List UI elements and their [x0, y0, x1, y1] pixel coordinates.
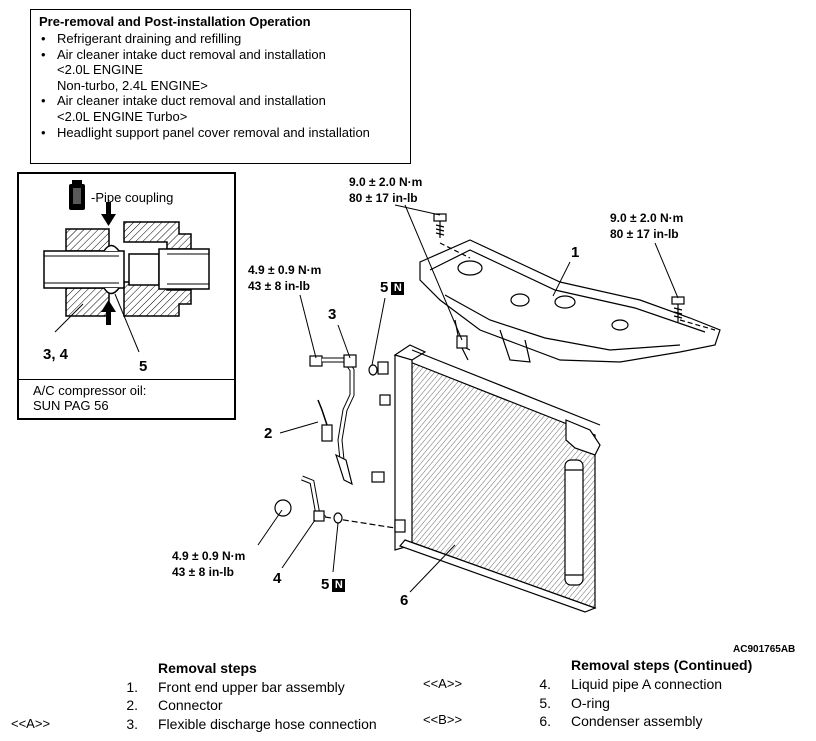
- torque-2-inlb: 80 ± 17 in-lb: [610, 227, 679, 241]
- callout-2: 2: [264, 425, 273, 442]
- o-ring-upper: [368, 364, 378, 376]
- step-6-number: 6.: [539, 713, 551, 729]
- step-2-text: Connector: [158, 697, 223, 713]
- step-3-number: 3.: [126, 716, 138, 732]
- torque-1-nm: 9.0 ± 2.0 N·m: [349, 175, 423, 189]
- removal-steps-continued-title: Removal steps (Continued): [571, 657, 753, 673]
- callout-3-4: 3, 4: [43, 346, 69, 363]
- step-6-text: Condenser assembly: [571, 713, 703, 729]
- torque-3-inlb: 43 ± 8 in-lb: [248, 279, 310, 293]
- condenser-assembly: [393, 344, 601, 613]
- n-badge-lower: N: [332, 579, 346, 592]
- torque-2-nm: 9.0 ± 2.0 N·m: [610, 211, 684, 225]
- callout-5-detail: 5: [139, 358, 148, 375]
- step-1-text: Front end upper bar assembly: [158, 679, 345, 695]
- figure-code: AC901765AB: [733, 644, 796, 655]
- callout-5-lower-number: 5: [321, 576, 330, 593]
- torque-label-4: 4.9 ± 0.9 N·m 43 ± 8 in-lb: [172, 548, 245, 580]
- leader-lines: [257, 204, 679, 593]
- coupling-divider: [19, 379, 234, 380]
- pre-item-3: Air cleaner intake duct removal and inst…: [39, 93, 370, 124]
- callout-1: 1: [571, 244, 580, 261]
- coupling-cross-section: [43, 180, 210, 353]
- removal-step-3: 3. Flexible discharge hose connection: [124, 716, 376, 732]
- torque-label-1: 9.0 ± 2.0 N·m 80 ± 17 in-lb: [349, 174, 422, 206]
- bolt-top-left: [433, 213, 447, 238]
- step-3-marker: <<A>>: [11, 716, 51, 731]
- liquid-pipe-a: [274, 475, 406, 533]
- pre-item-2-line-1: Air cleaner intake duct removal and inst…: [57, 46, 326, 62]
- callout-6: 6: [400, 592, 409, 609]
- pre-item-3-line-2: <2.0L ENGINE Turbo>: [57, 108, 188, 124]
- pre-item-4-line-1: Headlight support panel cover removal an…: [57, 124, 370, 140]
- callout-4: 4: [273, 570, 282, 587]
- n-badge-upper: N: [391, 282, 405, 295]
- oil-can-icon: [69, 180, 85, 210]
- removal-step-1: 1. Front end upper bar assembly: [124, 679, 344, 695]
- step-2-number: 2.: [126, 697, 138, 713]
- removal-steps-title: Removal steps: [158, 660, 257, 676]
- torque-4-nm: 4.9 ± 0.9 N·m: [172, 549, 246, 563]
- torque-label-3: 4.9 ± 0.9 N·m 43 ± 8 in-lb: [248, 262, 321, 294]
- torque-4-inlb: 43 ± 8 in-lb: [172, 565, 234, 579]
- step-6-marker: <<B>>: [423, 712, 463, 727]
- callout-3: 3: [328, 306, 337, 323]
- removal-step-5: 5. O-ring: [537, 695, 610, 711]
- o-ring-lower: [333, 512, 343, 524]
- compressor-oil-line-1: A/C compressor oil:: [33, 383, 147, 398]
- pre-item-1: Refrigerant draining and refilling: [39, 31, 370, 47]
- step-5-text: O-ring: [571, 695, 610, 711]
- compressor-oil-line-2: SUN PAG 56: [33, 398, 109, 413]
- bolt-lower: [456, 335, 469, 361]
- step-4-marker: <<A>>: [423, 676, 463, 691]
- pre-item-2-line-2: <2.0L ENGINE: [57, 62, 143, 78]
- callout-5-upper-number: 5: [380, 279, 389, 296]
- step-4-text: Liquid pipe A connection: [571, 676, 723, 692]
- torque-1-inlb: 80 ± 17 in-lb: [349, 191, 418, 205]
- arrow-down-icon: [101, 202, 116, 226]
- pre-removal-box: Pre-removal and Post-installation Operat…: [30, 9, 411, 164]
- coupling-detail-box: -Pipe coupling 3, 4 5 A/C compressor oil…: [17, 172, 236, 420]
- step-5-number: 5.: [539, 695, 551, 711]
- pipe-coupling-label: -Pipe coupling: [91, 190, 174, 205]
- pre-removal-title: Pre-removal and Post-installation Operat…: [39, 14, 311, 29]
- flexible-discharge-hose: [309, 354, 389, 486]
- step-1-number: 1.: [126, 679, 138, 695]
- step-4-number: 4.: [539, 676, 551, 692]
- removal-step-6: 6. Condenser assembly: [537, 713, 702, 729]
- connector: [317, 399, 333, 442]
- removal-step-4: 4. Liquid pipe A connection: [537, 676, 722, 692]
- pre-item-1-line-1: Refrigerant draining and refilling: [57, 31, 242, 46]
- torque-label-2: 9.0 ± 2.0 N·m 80 ± 17 in-lb: [610, 210, 683, 242]
- step-3-text: Flexible discharge hose connection: [158, 716, 377, 732]
- removal-step-2: 2. Connector: [124, 697, 222, 713]
- pre-item-2-line-3: Non-turbo, 2.4L ENGINE>: [57, 77, 208, 93]
- pre-item-3-line-1: Air cleaner intake duct removal and inst…: [57, 93, 326, 109]
- pre-item-2: Air cleaner intake duct removal and inst…: [39, 47, 370, 94]
- arrow-up-icon: [101, 300, 116, 325]
- pre-item-4: Headlight support panel cover removal an…: [39, 125, 370, 141]
- pre-removal-list: Refrigerant draining and refilling Air c…: [39, 31, 370, 140]
- torque-3-nm: 4.9 ± 0.9 N·m: [248, 263, 322, 277]
- compressor-oil-label: A/C compressor oil: SUN PAG 56: [33, 383, 146, 413]
